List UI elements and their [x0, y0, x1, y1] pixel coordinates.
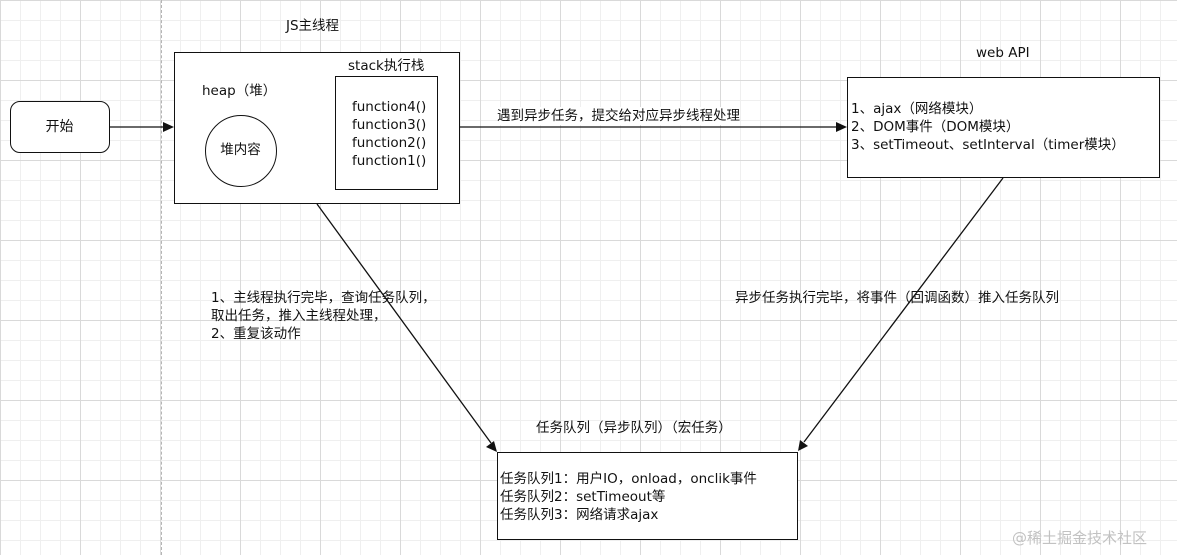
label-main-loop-2: 取出任务，推入主线程处理， [211, 308, 387, 324]
label-to-web-api: 遇到异步任务，提交给对应异步线程处理 [497, 107, 740, 125]
heap-circle: 堆内容 [205, 115, 277, 187]
stack-item: function3() [352, 117, 427, 133]
stack-title: stack执行栈 [348, 58, 425, 74]
arrow-webapi-to-queue [803, 177, 1004, 443]
guide-line [161, 0, 162, 555]
web-api-item: 1、ajax（网络模块） [851, 101, 983, 117]
arrow-head-queue-right [798, 440, 808, 451]
task-queue-box: 任务队列1：用户IO，onload，onclik事件 任务队列2：setTime… [497, 452, 798, 540]
task-queue-item: 任务队列2：setTimeout等 [500, 489, 666, 505]
arrow-head-webapi [836, 122, 847, 132]
label-main-loop-1: 1、主线程执行完毕，查询任务队列， [211, 290, 436, 306]
task-queue-item: 任务队列3：网络请求ajax [500, 507, 659, 523]
web-api-item: 2、DOM事件（DOM模块） [851, 119, 1020, 135]
stack-box: function4() function3() function2() func… [335, 76, 438, 190]
web-api-item: 3、setTimeout、setInterval（timer模块） [851, 137, 1125, 153]
heap-content: 堆内容 [220, 142, 261, 158]
stack-item: function1() [352, 153, 427, 169]
label-main-loop-3: 2、重复该动作 [211, 326, 301, 342]
task-queue-item: 任务队列1：用户IO，onload，onclik事件 [500, 471, 757, 487]
main-thread-title: JS主线程 [286, 18, 340, 34]
watermark: @稀土掘金技术社区 [1012, 529, 1148, 547]
start-node: 开始 [10, 101, 110, 153]
task-queue-title: 任务队列（异步队列）（宏任务） [536, 420, 732, 436]
start-label: 开始 [45, 119, 74, 135]
arrow-main-to-queue [316, 203, 492, 444]
main-thread-box: heap（堆） 堆内容 stack执行栈 function4() functio… [174, 52, 460, 204]
stack-item: function4() [352, 99, 427, 115]
heap-label: heap（堆） [202, 83, 277, 99]
web-api-title: web API [976, 45, 1030, 61]
web-api-box: 1、ajax（网络模块） 2、DOM事件（DOM模块） 3、setTimeout… [847, 77, 1160, 178]
arrow-head-queue-left [486, 441, 497, 452]
stack-item: function2() [352, 135, 427, 151]
label-from-web-api: 异步任务执行完毕，将事件（回调函数）推入任务队列 [735, 290, 1059, 306]
arrow-head-start [163, 122, 174, 132]
